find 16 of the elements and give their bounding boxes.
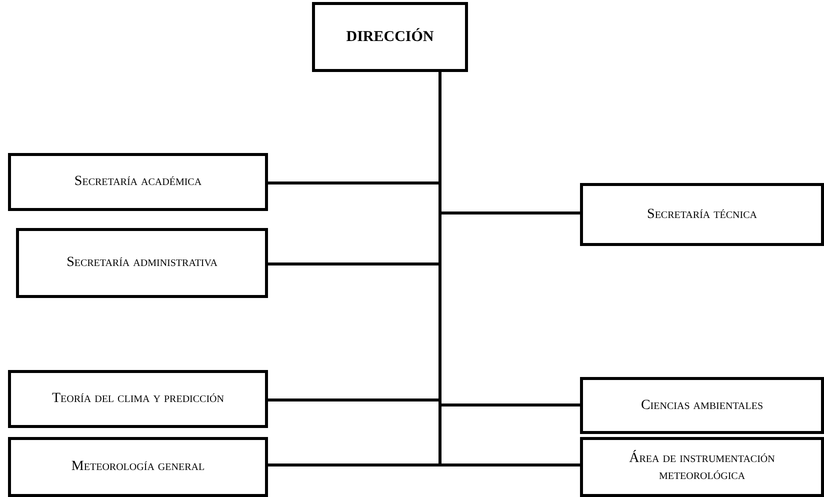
- unit-label: Teoría del clima y predicción: [52, 390, 224, 408]
- org-box: [580, 437, 824, 497]
- unit-label: Secretaría administrativa: [66, 254, 218, 272]
- org-box: [8, 153, 268, 211]
- head-label: DIRECCIÓN: [346, 28, 434, 46]
- unit-label: Secretaría académica: [74, 173, 202, 191]
- unit-label: Área de instrumentación meteorológica: [628, 450, 776, 484]
- org-box: [580, 377, 824, 434]
- unit-label: Ciencias ambientales: [640, 396, 764, 414]
- org-box: [580, 183, 824, 246]
- org-box: [8, 437, 268, 497]
- org-box: [8, 370, 268, 428]
- org-box: [312, 2, 468, 72]
- unit-label: Secretaría técnica: [647, 206, 757, 224]
- org-box: [16, 228, 268, 298]
- unit-label: Meteorología general: [71, 458, 205, 476]
